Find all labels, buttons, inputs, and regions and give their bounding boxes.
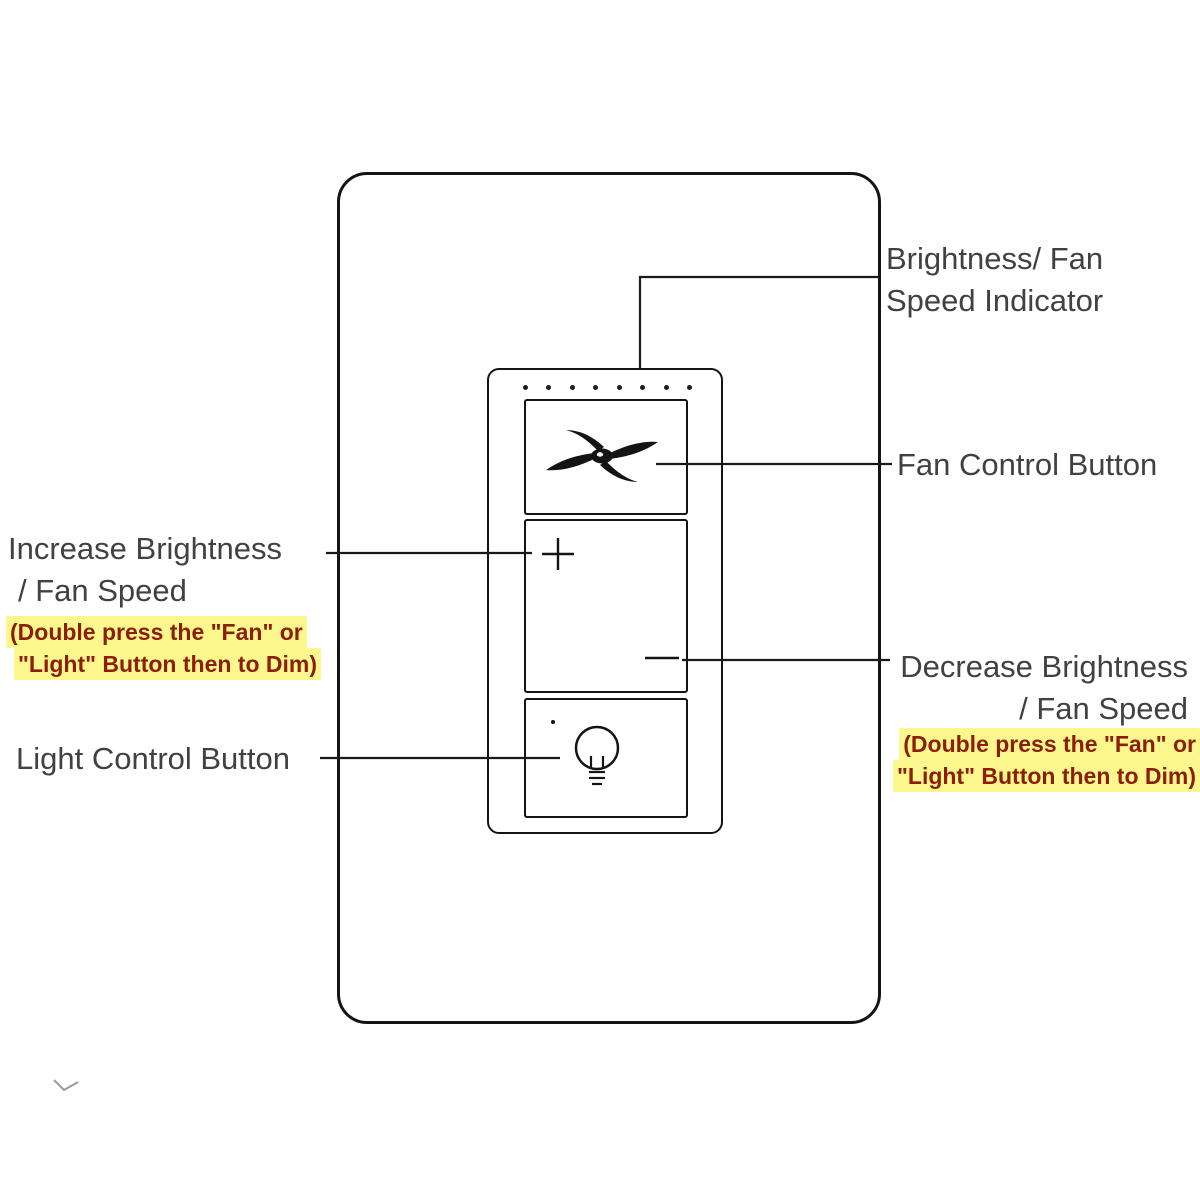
sparkle-dot bbox=[551, 720, 555, 724]
indicator-dot bbox=[569, 384, 575, 390]
indicator-label: Brightness/ Fan Speed Indicator bbox=[886, 238, 1103, 322]
indicator-dot bbox=[616, 384, 622, 390]
decrease-label: Decrease Brightness / Fan Speed bbox=[888, 646, 1188, 730]
fan-button-label: Fan Control Button bbox=[897, 447, 1158, 482]
light-button-label: Light Control Button bbox=[16, 741, 291, 776]
indicator-dot bbox=[546, 384, 552, 390]
increase-label: Increase Brightness / Fan Speed bbox=[8, 528, 282, 612]
decrease-label-line2: / Fan Speed bbox=[1019, 691, 1188, 726]
increase-label-line1: Increase Brightness bbox=[8, 531, 282, 566]
indicator-dot bbox=[523, 384, 528, 390]
increase-label-line2: / Fan Speed bbox=[18, 573, 187, 608]
dim-note-right: (Double press the "Fan" or "Light" Butto… bbox=[864, 728, 1200, 792]
indicator-dot bbox=[663, 384, 669, 390]
indicator-label-line1: Brightness/ Fan bbox=[886, 241, 1104, 276]
decrease-label-line1: Decrease Brightness bbox=[900, 649, 1188, 684]
indicator-dot bbox=[640, 384, 646, 390]
dim-note-left-line1: (Double press the "Fan" or bbox=[6, 616, 307, 648]
dim-note-right-line1: (Double press the "Fan" or bbox=[899, 728, 1200, 760]
dim-note-left-line2: "Light" Button then to Dim) bbox=[14, 648, 322, 680]
dim-note-right-line2: "Light" Button then to Dim) bbox=[892, 760, 1200, 792]
indicator-dots bbox=[523, 384, 692, 390]
plus-icon bbox=[542, 538, 574, 570]
indicator-dot bbox=[686, 384, 692, 390]
indicator-label-line2: Speed Indicator bbox=[886, 283, 1104, 318]
indicator-dot bbox=[593, 384, 599, 390]
stray-mark bbox=[53, 1079, 79, 1092]
minus-icon bbox=[645, 656, 679, 660]
fan-icon bbox=[546, 430, 658, 482]
light-bulb-icon bbox=[551, 720, 620, 786]
brightness-rocker bbox=[524, 519, 688, 693]
dim-note-left: (Double press the "Fan" or "Light" Butto… bbox=[6, 616, 322, 680]
